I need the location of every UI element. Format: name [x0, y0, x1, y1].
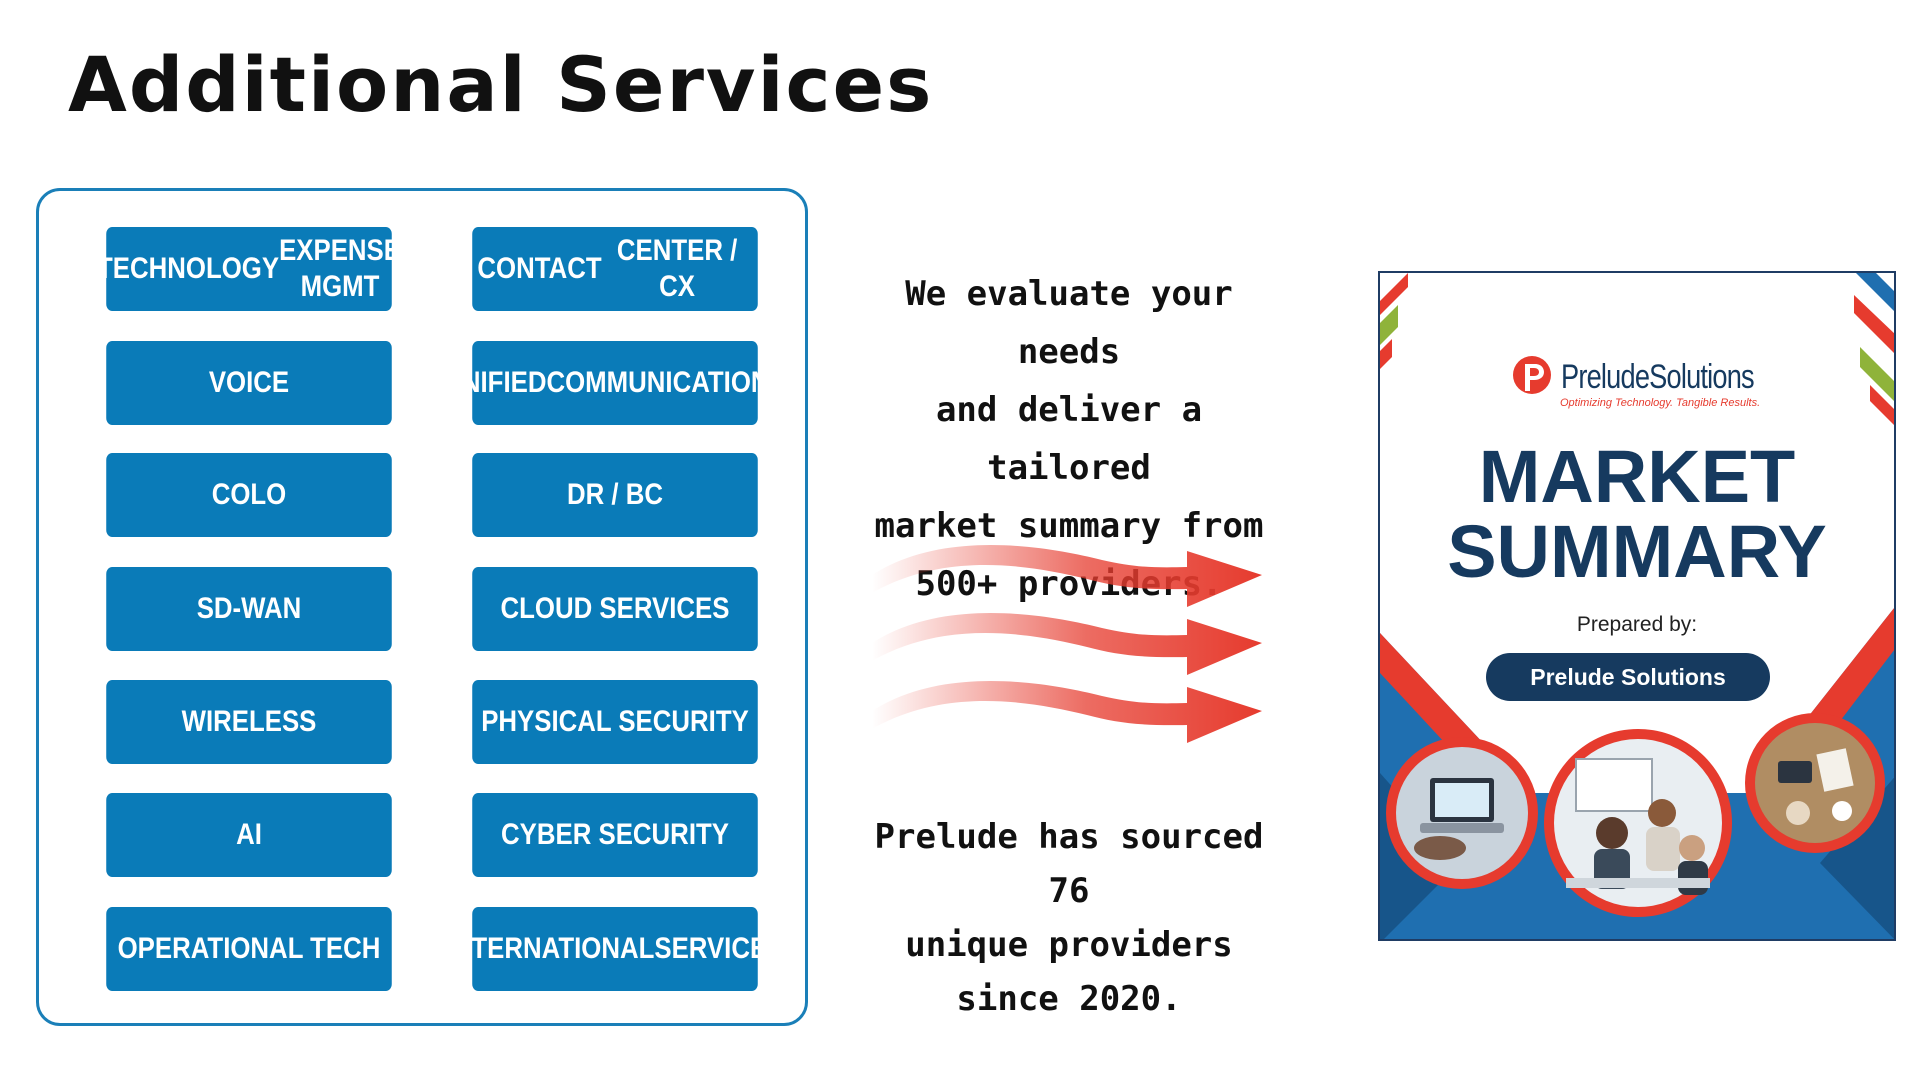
brand-name: PreludeSolutions	[1561, 357, 1755, 396]
service-ai[interactable]: AI	[106, 793, 392, 877]
service-colo[interactable]: COLO	[106, 453, 392, 537]
prelude-logo-icon	[1512, 356, 1551, 394]
service-cyber-security[interactable]: CYBER SECURITY	[472, 793, 758, 877]
service-contact-center-cx[interactable]: CONTACT CENTER / CX	[472, 227, 758, 311]
cover-heading-line-1: MARKET	[1478, 435, 1796, 518]
arrow-right-icon	[872, 613, 1262, 675]
cover-decoration	[1380, 273, 1894, 939]
service-dr-bc[interactable]: DR / BC	[472, 453, 758, 537]
cover-heading-line-2: SUMMARY	[1447, 510, 1827, 593]
photo-desk-circle	[1745, 713, 1885, 853]
service-wireless[interactable]: WIRELESS	[106, 680, 392, 764]
service-unified-communications[interactable]: UNIFIED COMMUNICATIONS	[443, 341, 787, 425]
service-international-services[interactable]: INTERNATIONAL SERVICES	[446, 907, 784, 991]
service-technology-expense-mgmt[interactable]: TECHNOLOGY EXPENSE MGMT	[97, 227, 401, 311]
service-sd-wan[interactable]: SD-WAN	[106, 567, 392, 651]
sourcing-stat: Prelude has sourced 76 unique providers …	[874, 817, 1264, 1019]
service-operational-tech[interactable]: OPERATIONAL TECH	[106, 907, 392, 991]
service-voice[interactable]: VOICE	[106, 341, 392, 425]
photo-meeting-circle	[1544, 729, 1732, 917]
brand-logo: PreludeSolutions Optimizing Technology. …	[1380, 355, 1894, 409]
company-badge: Prelude Solutions	[1486, 653, 1770, 701]
arrow-right-icon	[872, 681, 1262, 743]
arrow-right-icon	[872, 545, 1262, 607]
service-physical-security[interactable]: PHYSICAL SECURITY	[472, 680, 758, 764]
flow-arrows	[872, 545, 1262, 743]
market-summary-cover[interactable]: PreludeSolutions Optimizing Technology. …	[1378, 271, 1896, 941]
service-cloud-services[interactable]: CLOUD SERVICES	[472, 567, 758, 651]
brand-tagline: Optimizing Technology. Tangible Results.	[1560, 397, 1761, 409]
page-title: Additional Services	[68, 40, 934, 129]
services-panel: TECHNOLOGY EXPENSE MGMT CONTACT CENTER /…	[36, 188, 808, 1026]
prepared-by-label: Prepared by:	[1576, 613, 1698, 636]
photo-laptop-circle	[1386, 737, 1538, 889]
